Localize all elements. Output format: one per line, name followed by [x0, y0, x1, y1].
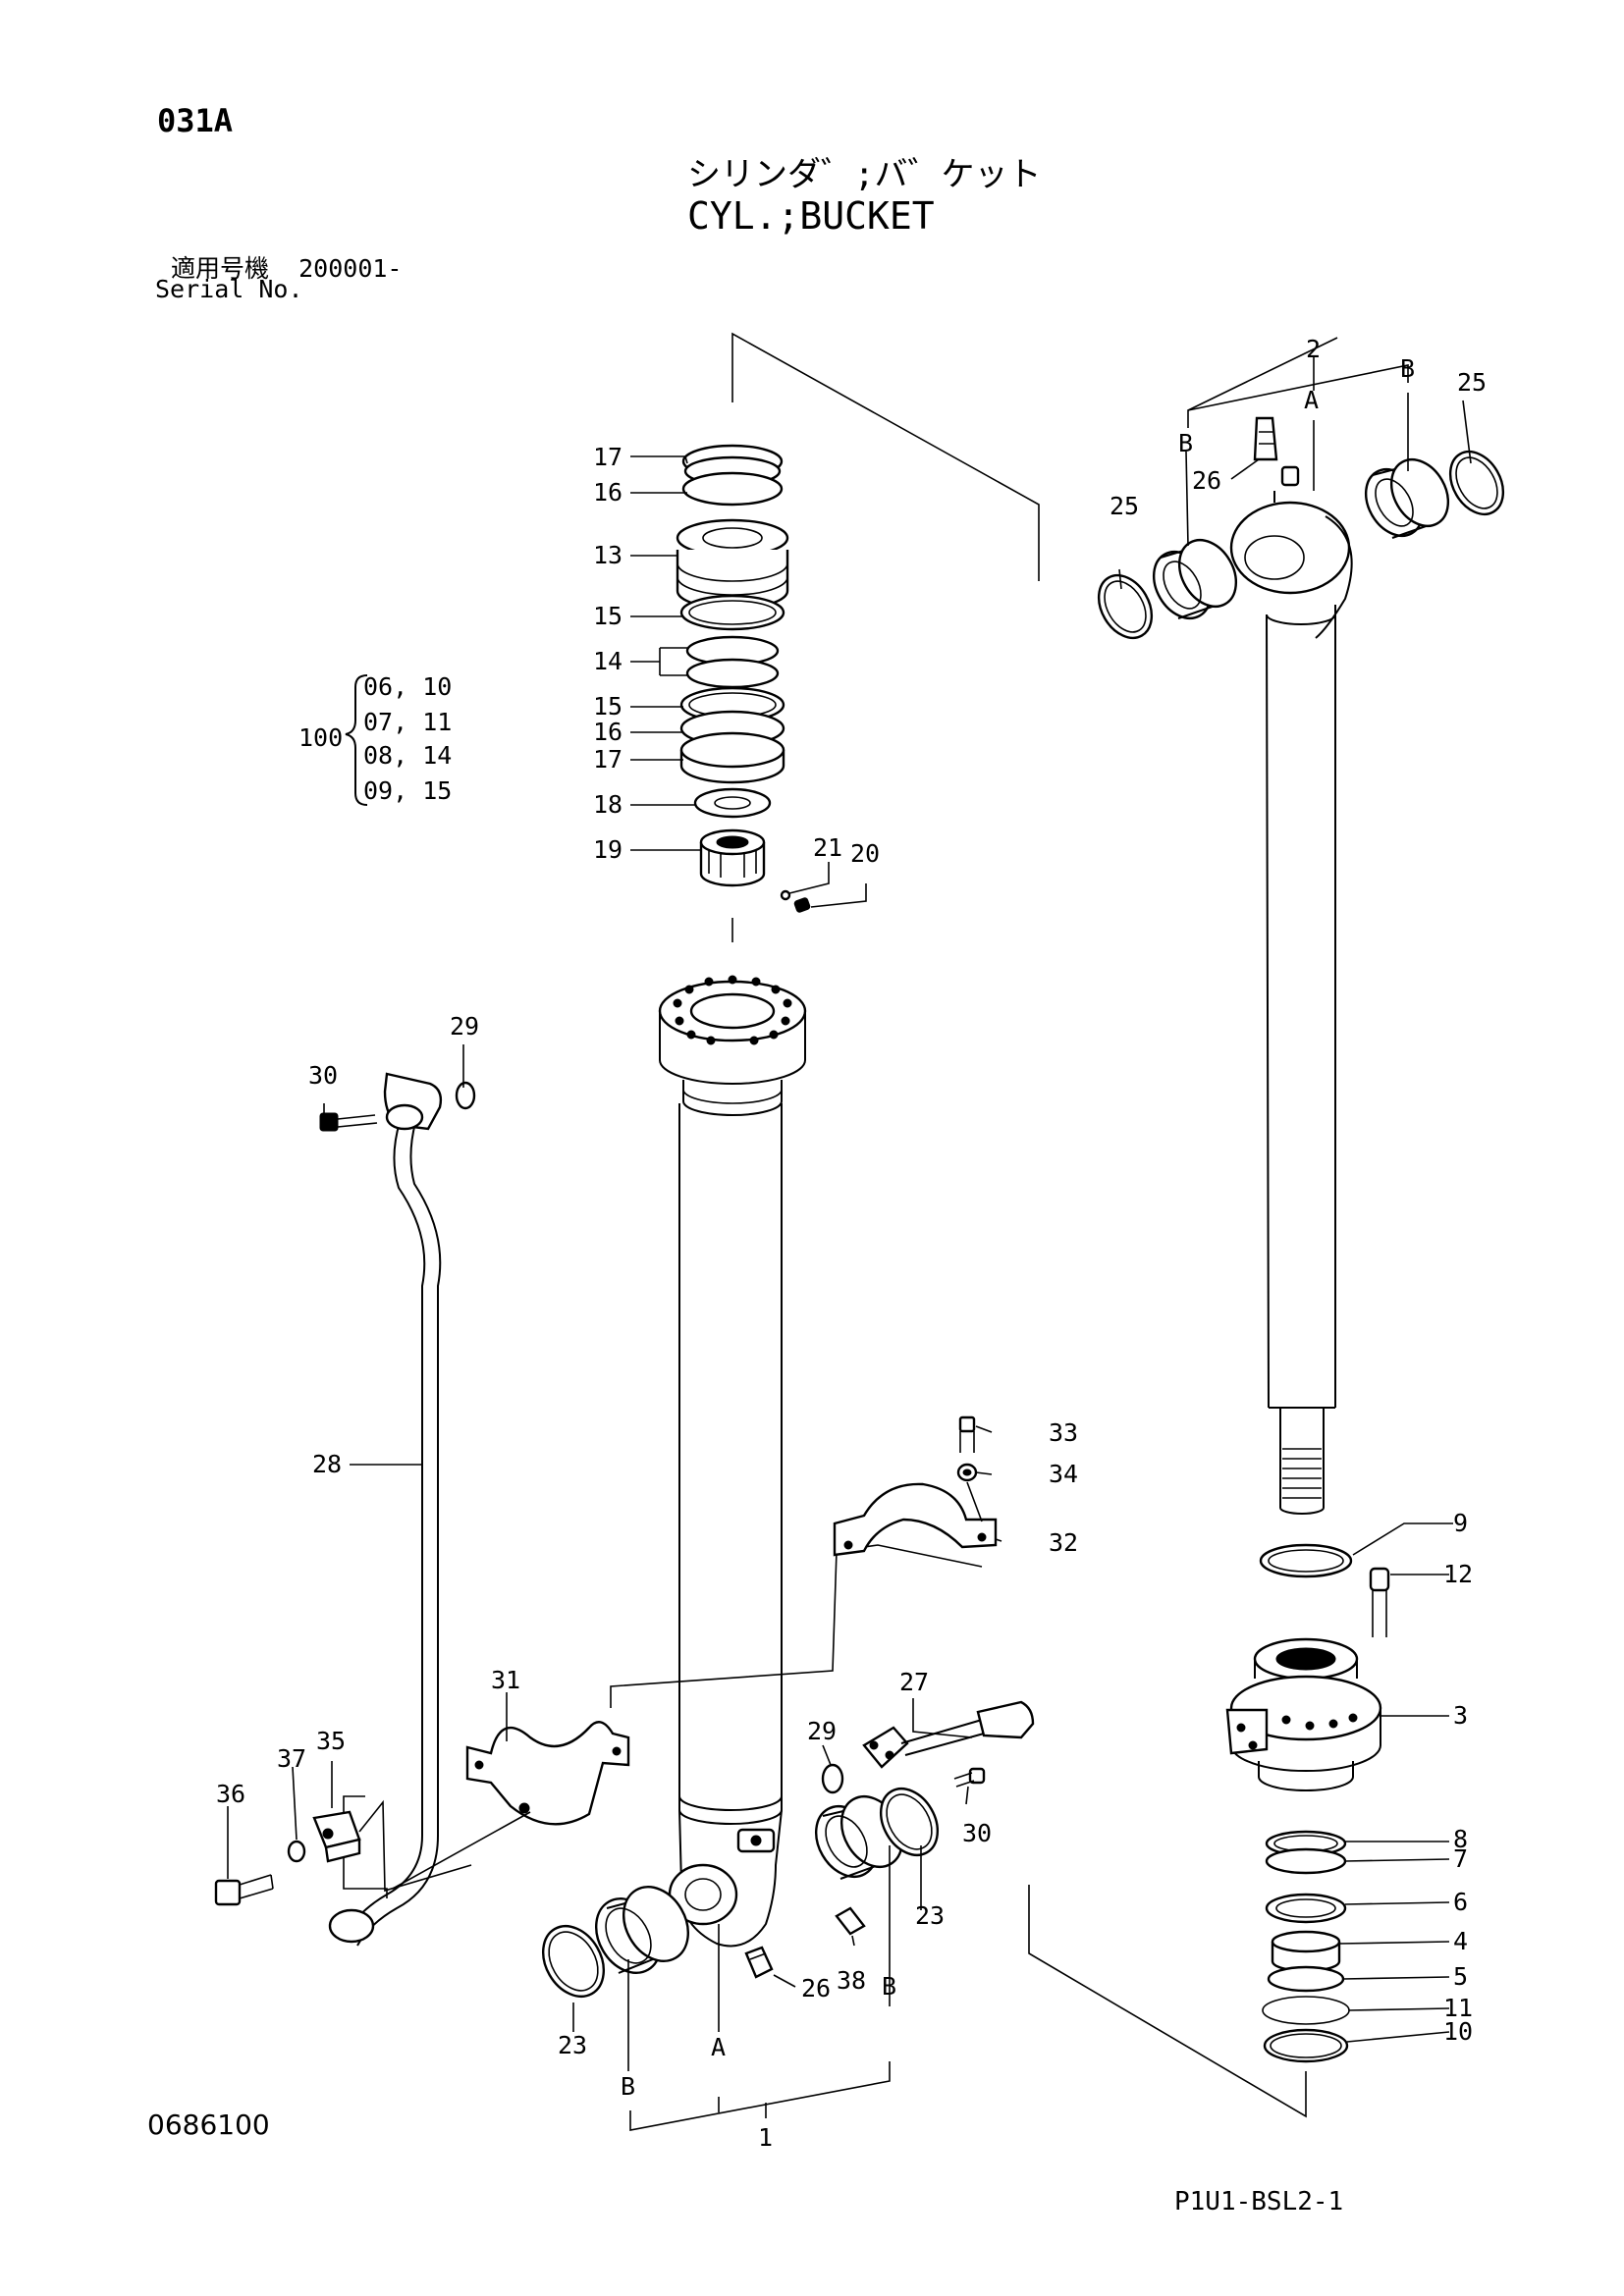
callout-37: 37	[277, 1744, 306, 1773]
callout-36: 36	[216, 1780, 245, 1808]
callout-11: 11	[1443, 1994, 1473, 2022]
drawing-code: P1U1-BSL2-1	[1174, 2187, 1344, 2216]
callout-34: 34	[1049, 1460, 1078, 1488]
callout-29b: 29	[807, 1717, 837, 1745]
callout-15b: 15	[593, 692, 623, 721]
callout-33: 33	[1049, 1418, 1078, 1447]
callout-27: 27	[899, 1668, 929, 1696]
callout-8: 8	[1453, 1825, 1468, 1853]
callout-12: 12	[1443, 1560, 1473, 1588]
label-B-upper-left: B	[1178, 429, 1193, 457]
kit-item-1: 06, 10	[363, 672, 452, 701]
callout-30b: 30	[962, 1819, 992, 1847]
callout-18: 18	[593, 790, 623, 819]
callout-9: 9	[1453, 1509, 1468, 1537]
piston-rod	[1187, 337, 1353, 1515]
upper-bushings	[1097, 451, 1505, 639]
piston-stack	[1028, 1543, 1390, 2118]
label-B-upper-right: B	[1400, 354, 1415, 383]
callout-38: 38	[837, 1966, 866, 1995]
callout-labels: 17 16 13 15 14 15 16 17 18 19 21 20 100 …	[216, 335, 1487, 2152]
title-english: CYL.;BUCKET	[687, 194, 935, 238]
leader-lines	[227, 355, 1472, 2131]
label-A-upper: A	[1304, 386, 1319, 414]
lower-bushings	[541, 1788, 940, 1998]
callout-7: 7	[1453, 1844, 1468, 1873]
callout-10: 10	[1443, 2017, 1473, 2046]
serial-label-jp: 適用号機	[171, 254, 270, 283]
serial-applicability: 適用号機 200001-	[171, 249, 402, 285]
callout-25a: 25	[1457, 368, 1487, 397]
kit-number: 100	[298, 723, 343, 752]
callout-15a: 15	[593, 602, 623, 630]
label-B-lower-left: B	[621, 2072, 635, 2101]
callout-17a: 17	[593, 443, 623, 471]
kit-item-4: 09, 15	[363, 776, 452, 805]
callout-4: 4	[1453, 1927, 1468, 1955]
callout-14: 14	[593, 647, 623, 675]
callout-2: 2	[1306, 335, 1321, 363]
serial-label-en: Serial No.	[155, 275, 303, 303]
callout-35: 35	[316, 1727, 346, 1755]
callout-32: 32	[1049, 1528, 1078, 1557]
flange-block	[821, 1700, 1035, 1794]
kit-bracket	[345, 674, 368, 806]
figure-number: 0686100	[147, 2109, 270, 2141]
title-japanese: シリンダ゛;バ゛ケット	[687, 155, 1042, 194]
callout-21: 21	[813, 833, 842, 862]
callout-26b: 26	[801, 1974, 831, 2002]
clamp-35-hardware	[214, 1799, 472, 1906]
label-B-lower-right: B	[882, 1972, 896, 2001]
callout-1: 1	[758, 2123, 773, 2152]
callout-23b: 23	[915, 1901, 945, 1930]
callout-3: 3	[1453, 1701, 1468, 1730]
callout-19: 19	[593, 835, 623, 864]
callout-31: 31	[491, 1666, 520, 1694]
cylinder-tube	[658, 975, 866, 1979]
callout-5: 5	[1453, 1962, 1468, 1991]
callout-17b: 17	[593, 745, 623, 774]
label-A-lower: A	[711, 2033, 726, 2061]
pipe-clamps	[465, 1415, 998, 1826]
kit-item-2: 07, 11	[363, 708, 452, 736]
callout-16a: 16	[593, 478, 623, 507]
page-code: 031A	[157, 102, 234, 139]
callout-30a: 30	[308, 1061, 338, 1090]
callout-13: 13	[593, 541, 623, 569]
callout-25b: 25	[1110, 492, 1139, 520]
callout-6: 6	[1453, 1888, 1468, 1916]
kit-item-3: 08, 14	[363, 741, 452, 770]
callout-29a: 29	[450, 1012, 479, 1041]
callout-16b: 16	[593, 718, 623, 746]
serial-value: 200001-	[298, 254, 403, 283]
callout-26a: 26	[1192, 466, 1221, 495]
callout-28: 28	[312, 1450, 342, 1478]
callout-20: 20	[850, 839, 880, 868]
pipe-assembly	[319, 1072, 531, 1947]
callout-23a: 23	[558, 2031, 587, 2059]
gland-seal-stack	[676, 332, 1040, 942]
